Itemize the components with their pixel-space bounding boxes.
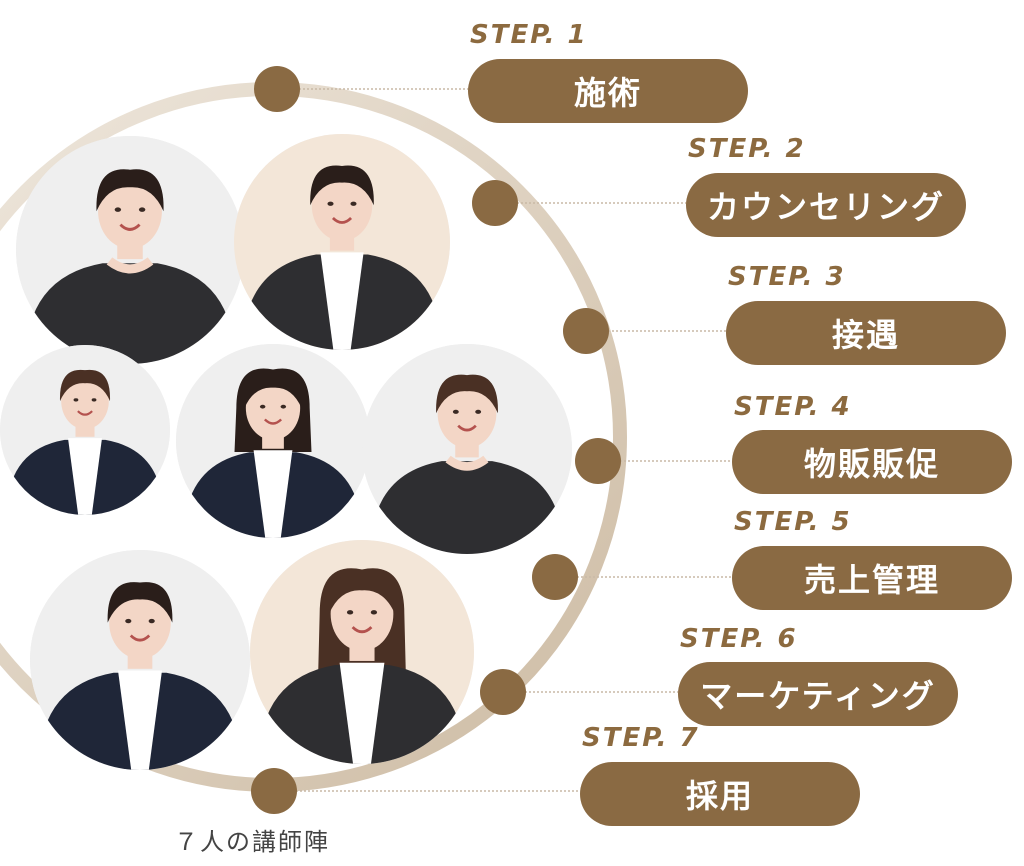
step-title-pill-2: カウンセリング [686,173,966,237]
step-dot-2 [472,180,518,226]
instructor-photo-6 [30,550,250,770]
instructor-figure-5 [362,344,572,554]
step-title-pill-3: 接遇 [726,301,1006,365]
step-number-label-3: STEP. 3 [728,262,846,292]
instructor-photo-2 [234,134,450,350]
step-title-pill-7: 採用 [580,762,860,826]
connector-lines [296,88,732,792]
instructors-caption: ７人の講師陣 [174,828,330,856]
instructor-photo-7 [250,540,474,764]
step-dot-3 [563,308,609,354]
instructor-figure-1 [16,136,244,364]
step-number-label-1: STEP. 1 [470,20,588,50]
instructor-figure-4 [176,344,370,538]
step-dot-1 [254,66,300,112]
step-number-label-2: STEP. 2 [688,134,806,164]
step-title-pill-1: 施術 [468,59,748,123]
step-number-label-6: STEP. 6 [680,624,798,654]
instructor-figure-2 [234,134,450,350]
step-dot-6 [480,669,526,715]
step-title-pill-6: マーケティング [678,662,958,726]
step-dots [251,66,621,814]
step-title-pill-4: 物販販促 [732,430,1012,494]
step-dot-7 [251,768,297,814]
instructor-figure-3 [0,345,170,515]
instructor-photo-5 [362,344,572,554]
step-dot-5 [532,554,578,600]
instructor-photo-3 [0,345,170,515]
step-number-label-4: STEP. 4 [734,392,852,422]
instructor-photo-4 [176,344,370,538]
instructor-figure-6 [30,550,250,770]
instructor-figure-7 [250,540,474,764]
step-dot-4 [575,438,621,484]
instructor-photo-1 [16,136,244,364]
step-number-label-7: STEP. 7 [582,723,700,753]
step-title-pill-5: 売上管理 [732,546,1012,610]
step-number-label-5: STEP. 5 [734,507,852,537]
